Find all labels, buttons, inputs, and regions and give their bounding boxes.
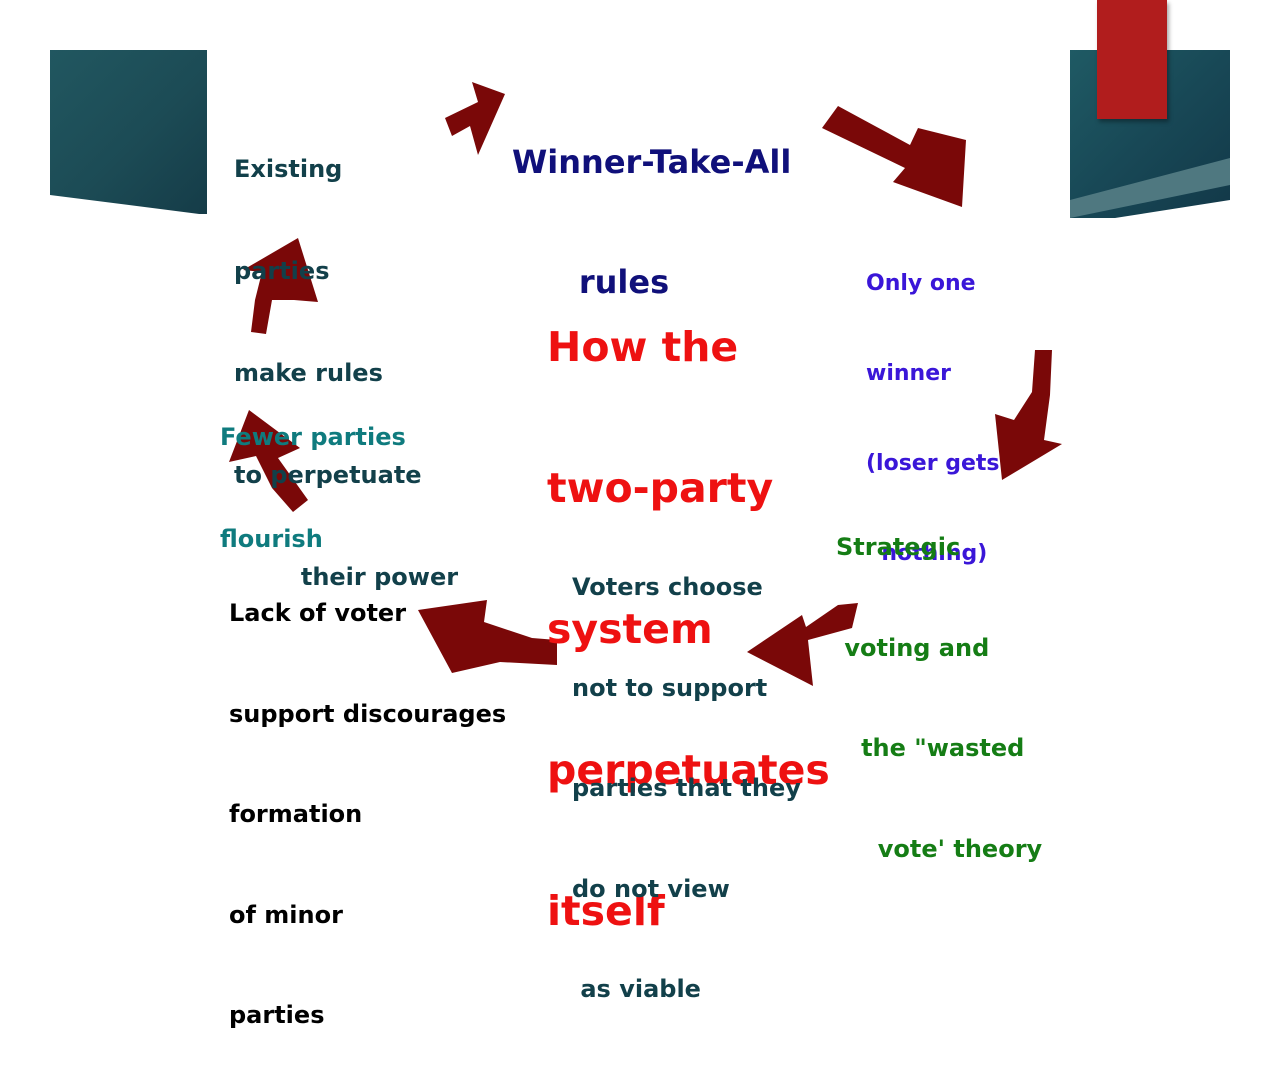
node-line: their power (234, 563, 459, 591)
arrow-to-fewer-parties (229, 410, 308, 512)
node-line: the "wasted (836, 734, 1025, 762)
node-line: vote' theory (836, 834, 1043, 863)
cycle-arrows (229, 82, 1062, 686)
node-existing-parties: Existing parties make rules to perpetuat… (234, 84, 458, 628)
node-line: of minor (229, 900, 343, 929)
node-line: make rules (234, 359, 383, 387)
node-line: parties that they (572, 774, 801, 802)
node-line: voting and (836, 633, 990, 662)
arrow-group (229, 82, 1062, 686)
node-winner-take-all: Winner-Take-All rules (512, 62, 791, 342)
node-line: rules (512, 263, 670, 301)
arrow-to-winner-take-all (445, 82, 505, 155)
node-line: Only one (866, 271, 976, 296)
arrow-to-voters-choose (747, 603, 858, 686)
node-line: parties (229, 1001, 325, 1029)
node-strategic-voting: Strategic voting and the "wasted vote' t… (836, 464, 1042, 900)
node-line: Strategic (836, 533, 961, 561)
node-line: Existing (234, 155, 343, 183)
title-line: How the (547, 323, 739, 371)
node-line: do not view (572, 874, 730, 903)
node-line: (loser gets (866, 451, 1000, 476)
node-line: Winner-Take-All (512, 143, 792, 181)
arrow-to-strategic-voting (995, 350, 1062, 480)
arrow-to-lack-of-support (418, 600, 557, 673)
node-line: formation (229, 800, 363, 828)
node-line: winner (866, 361, 951, 386)
node-line: as viable (572, 975, 701, 1003)
node-line: Lack of voter (229, 599, 407, 627)
node-line: nothing) (866, 541, 988, 566)
node-only-one-winner: Only one winner (loser gets nothing) (866, 209, 1000, 599)
node-line: support discourages (229, 699, 507, 728)
node-line: parties (234, 257, 330, 285)
node-voters-choose: Voters choose not to support parties tha… (572, 504, 801, 1040)
node-line: Fewer parties (220, 423, 406, 451)
node-line: flourish (220, 525, 323, 553)
arrow-to-only-one-winner (822, 106, 966, 207)
node-fewer-parties: Fewer parties flourish (220, 352, 406, 590)
node-line: to perpetuate (234, 461, 422, 489)
node-line: Voters choose (572, 573, 763, 601)
node-line: not to support (572, 673, 768, 702)
red-accent-tab (1097, 0, 1167, 119)
title-line: two-party (547, 464, 774, 512)
arrow-to-existing-parties (243, 238, 318, 334)
title-line: system (547, 605, 713, 653)
left-decor-band (50, 50, 207, 214)
